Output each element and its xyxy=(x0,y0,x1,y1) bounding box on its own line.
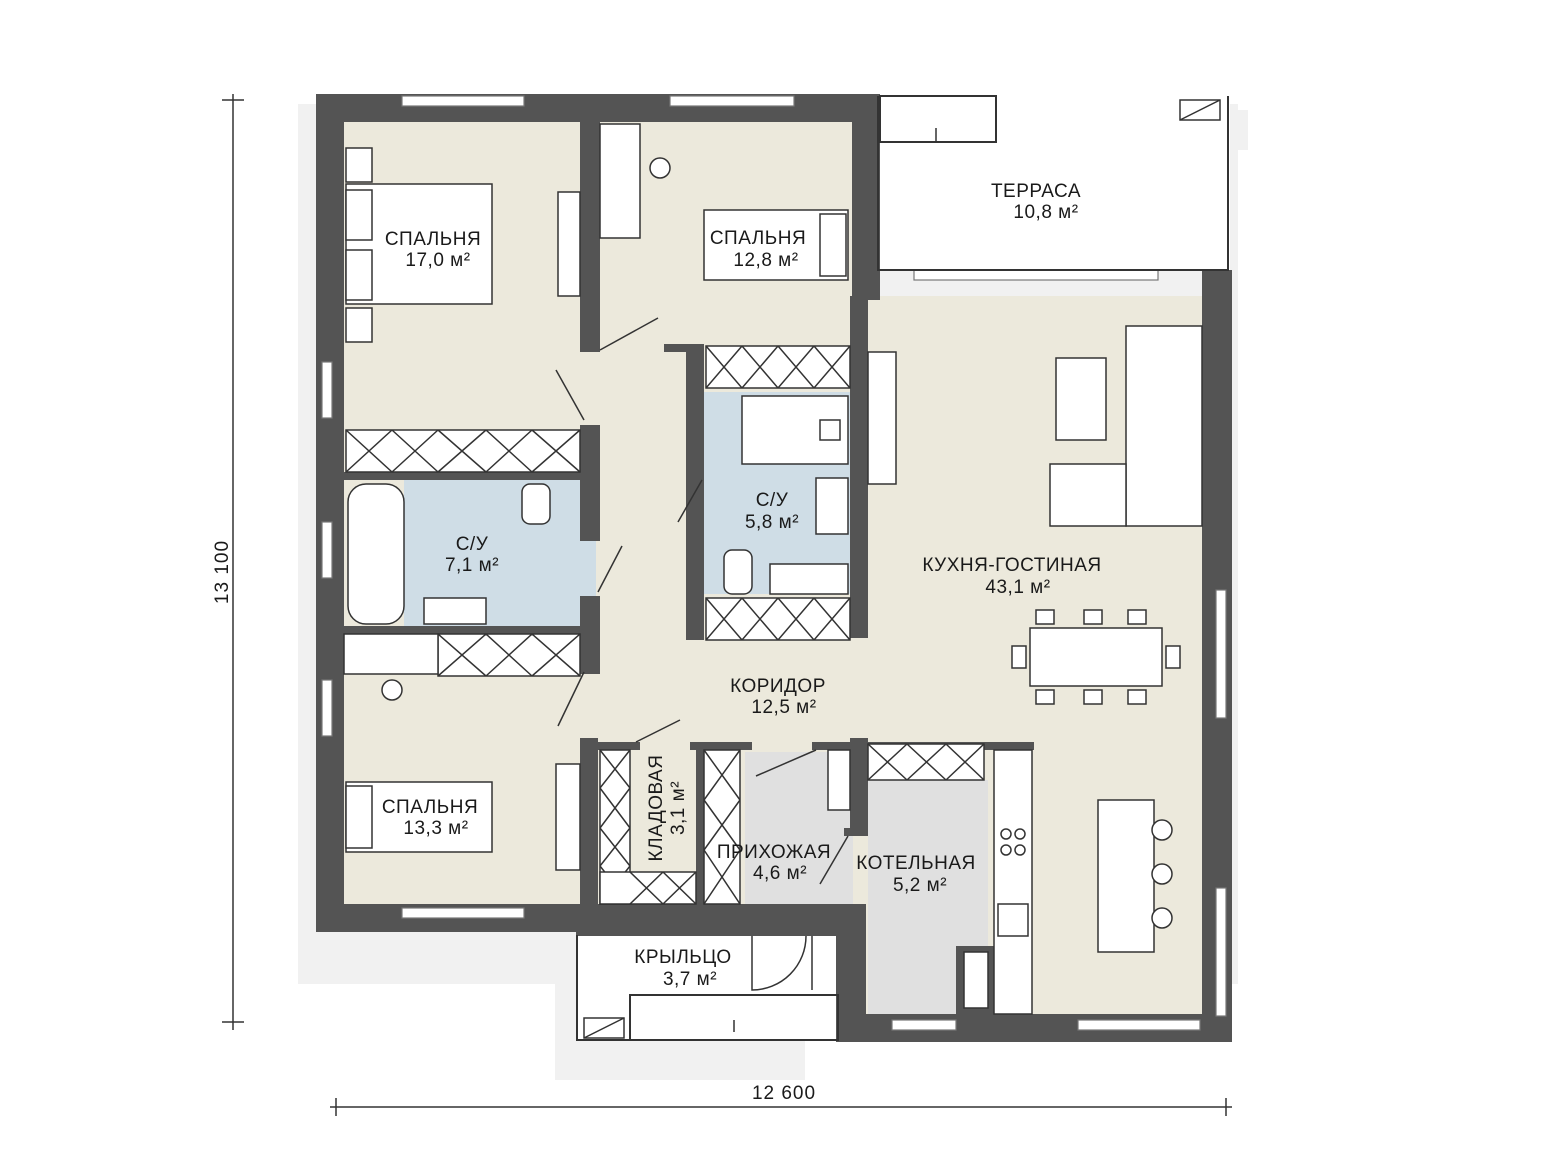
room-name-bedroom-2: СПАЛЬНЯ xyxy=(710,228,806,249)
room-name-hallway: ПРИХОЖАЯ xyxy=(717,842,831,863)
room-area-bathroom-2: 5,8 м² xyxy=(745,512,799,533)
wardrobes xyxy=(345,345,985,905)
room-labels: СПАЛЬНЯ 17,0 м² СПАЛЬНЯ 12,8 м² ТЕРРАСА … xyxy=(382,181,1101,990)
room-name-terrace: ТЕРРАСА xyxy=(991,181,1081,202)
outdoor-details xyxy=(583,99,1221,1039)
room-name-bedroom-3: СПАЛЬНЯ xyxy=(382,797,478,818)
room-area-bedroom-2: 12,8 м² xyxy=(733,250,798,271)
room-area-boiler-room: 5,2 м² xyxy=(893,875,947,896)
room-area-terrace: 10,8 м² xyxy=(1013,202,1078,223)
room-name-kitchen-living: КУХНЯ-ГОСТИНАЯ xyxy=(922,555,1101,576)
room-name-corridor: КОРИДОР xyxy=(730,676,826,697)
doors xyxy=(555,317,849,991)
outdoor-areas xyxy=(576,95,1229,1041)
room-area-pantry: 3,1 м² xyxy=(668,781,689,835)
dimension-height: 13 100 xyxy=(212,540,233,604)
room-area-bedroom-1: 17,0 м² xyxy=(405,250,470,271)
room-name-bedroom-1: СПАЛЬНЯ xyxy=(385,229,481,250)
room-name-pantry: КЛАДОВАЯ xyxy=(646,755,667,862)
dimension-lines xyxy=(222,94,1232,1116)
room-name-boiler-room: КОТЕЛЬНАЯ xyxy=(856,853,975,874)
room-area-bedroom-3: 13,3 м² xyxy=(403,818,468,839)
dimension-width: 12 600 xyxy=(752,1083,816,1104)
room-name-bathroom-2: С/У xyxy=(756,490,789,511)
room-area-porch: 3,7 м² xyxy=(663,969,717,990)
furniture xyxy=(343,123,1203,1015)
room-area-kitchen-living: 43,1 м² xyxy=(985,577,1050,598)
room-name-bathroom-1: С/У xyxy=(456,534,489,555)
room-area-corridor: 12,5 м² xyxy=(751,697,816,718)
room-area-bathroom-1: 7,1 м² xyxy=(445,555,499,576)
room-area-hallway: 4,6 м² xyxy=(753,863,807,884)
room-name-porch: КРЫЛЬЦО xyxy=(634,947,731,968)
